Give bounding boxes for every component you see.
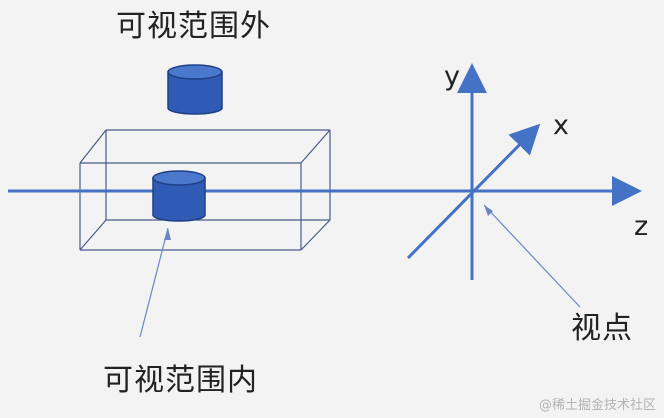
z-axis-label: z [634, 211, 649, 242]
inside-view-label: 可视范围内 [103, 363, 258, 398]
x-axis-line [406, 123, 541, 260]
view-volume-box [79, 129, 331, 251]
cylinder-inside-view [152, 170, 206, 222]
viewpoint-label: 视点 [571, 311, 633, 346]
cylinder-outside-view [167, 64, 223, 115]
watermark-text: @稀土掘金技术社区 [538, 398, 656, 413]
y-axis-label: y [444, 61, 460, 92]
coordinate-axes [406, 63, 541, 280]
pointer-arrowheads [164, 205, 493, 240]
pointer-lines [139, 204, 581, 338]
outside-view-label: 可视范围外 [116, 9, 271, 44]
x-axis-label: x [553, 110, 569, 141]
